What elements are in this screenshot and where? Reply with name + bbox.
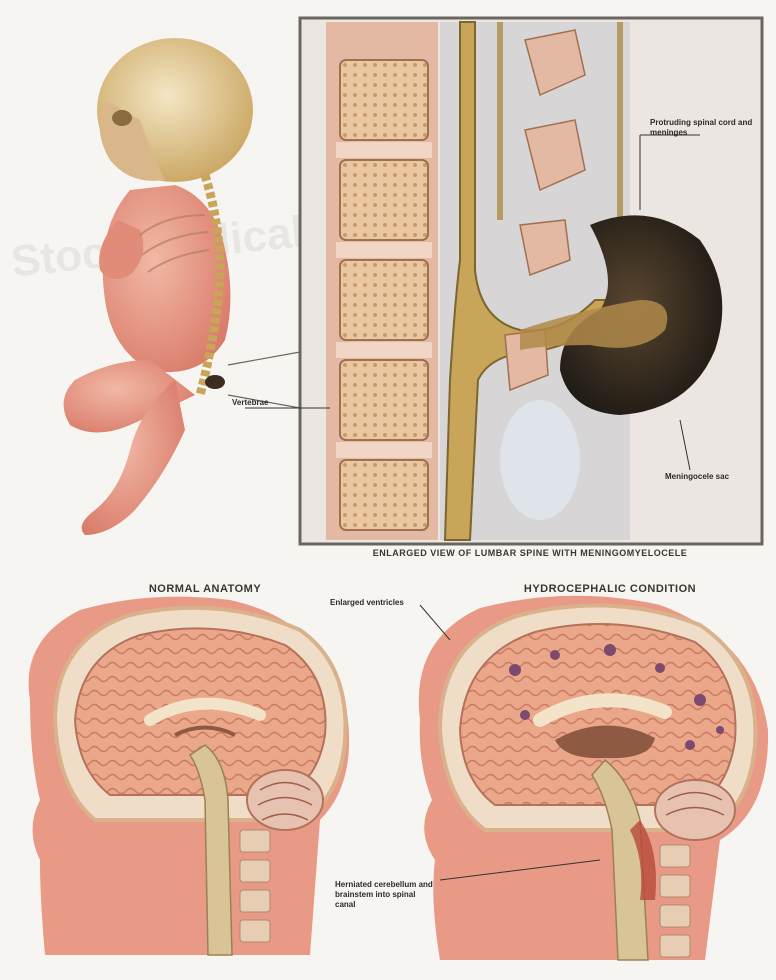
spine-callout-cord: Protruding spinal cord and meninges <box>650 118 755 138</box>
csf-pocket <box>500 400 580 520</box>
vertebra <box>340 60 428 140</box>
infant-lesion <box>205 375 225 389</box>
vertebra-bodies <box>340 60 428 530</box>
hydrocephalic-caption: HYDROCEPHALIC CONDITION <box>470 583 750 595</box>
infant-figure <box>64 38 253 535</box>
spine-panel-caption: ENLARGED VIEW OF LUMBAR SPINE WITH MENIN… <box>305 548 755 558</box>
spine-callout-vertebrae: Vertebrae <box>232 398 302 408</box>
hydrocephalic-brain-panel <box>419 596 768 960</box>
vertebra <box>340 260 428 340</box>
vertebra <box>340 460 428 530</box>
infant-eye-socket <box>112 110 132 126</box>
normal-brain-panel <box>29 597 350 955</box>
hydro-callout-ventricles: Enlarged ventricles <box>330 598 450 608</box>
hydro-callout-herniation: Herniated cerebellum and brainstem into … <box>335 880 435 910</box>
normal-cerebellum <box>247 770 323 830</box>
callout-leader <box>420 605 450 640</box>
vertebra <box>340 360 428 440</box>
hydro-cerebellum <box>655 780 735 840</box>
normal-anatomy-caption: NORMAL ANATOMY <box>110 583 300 595</box>
spine-panel <box>245 18 762 544</box>
vertebra <box>340 160 428 240</box>
spine-callout-sac: Meningocele sac <box>665 472 750 482</box>
